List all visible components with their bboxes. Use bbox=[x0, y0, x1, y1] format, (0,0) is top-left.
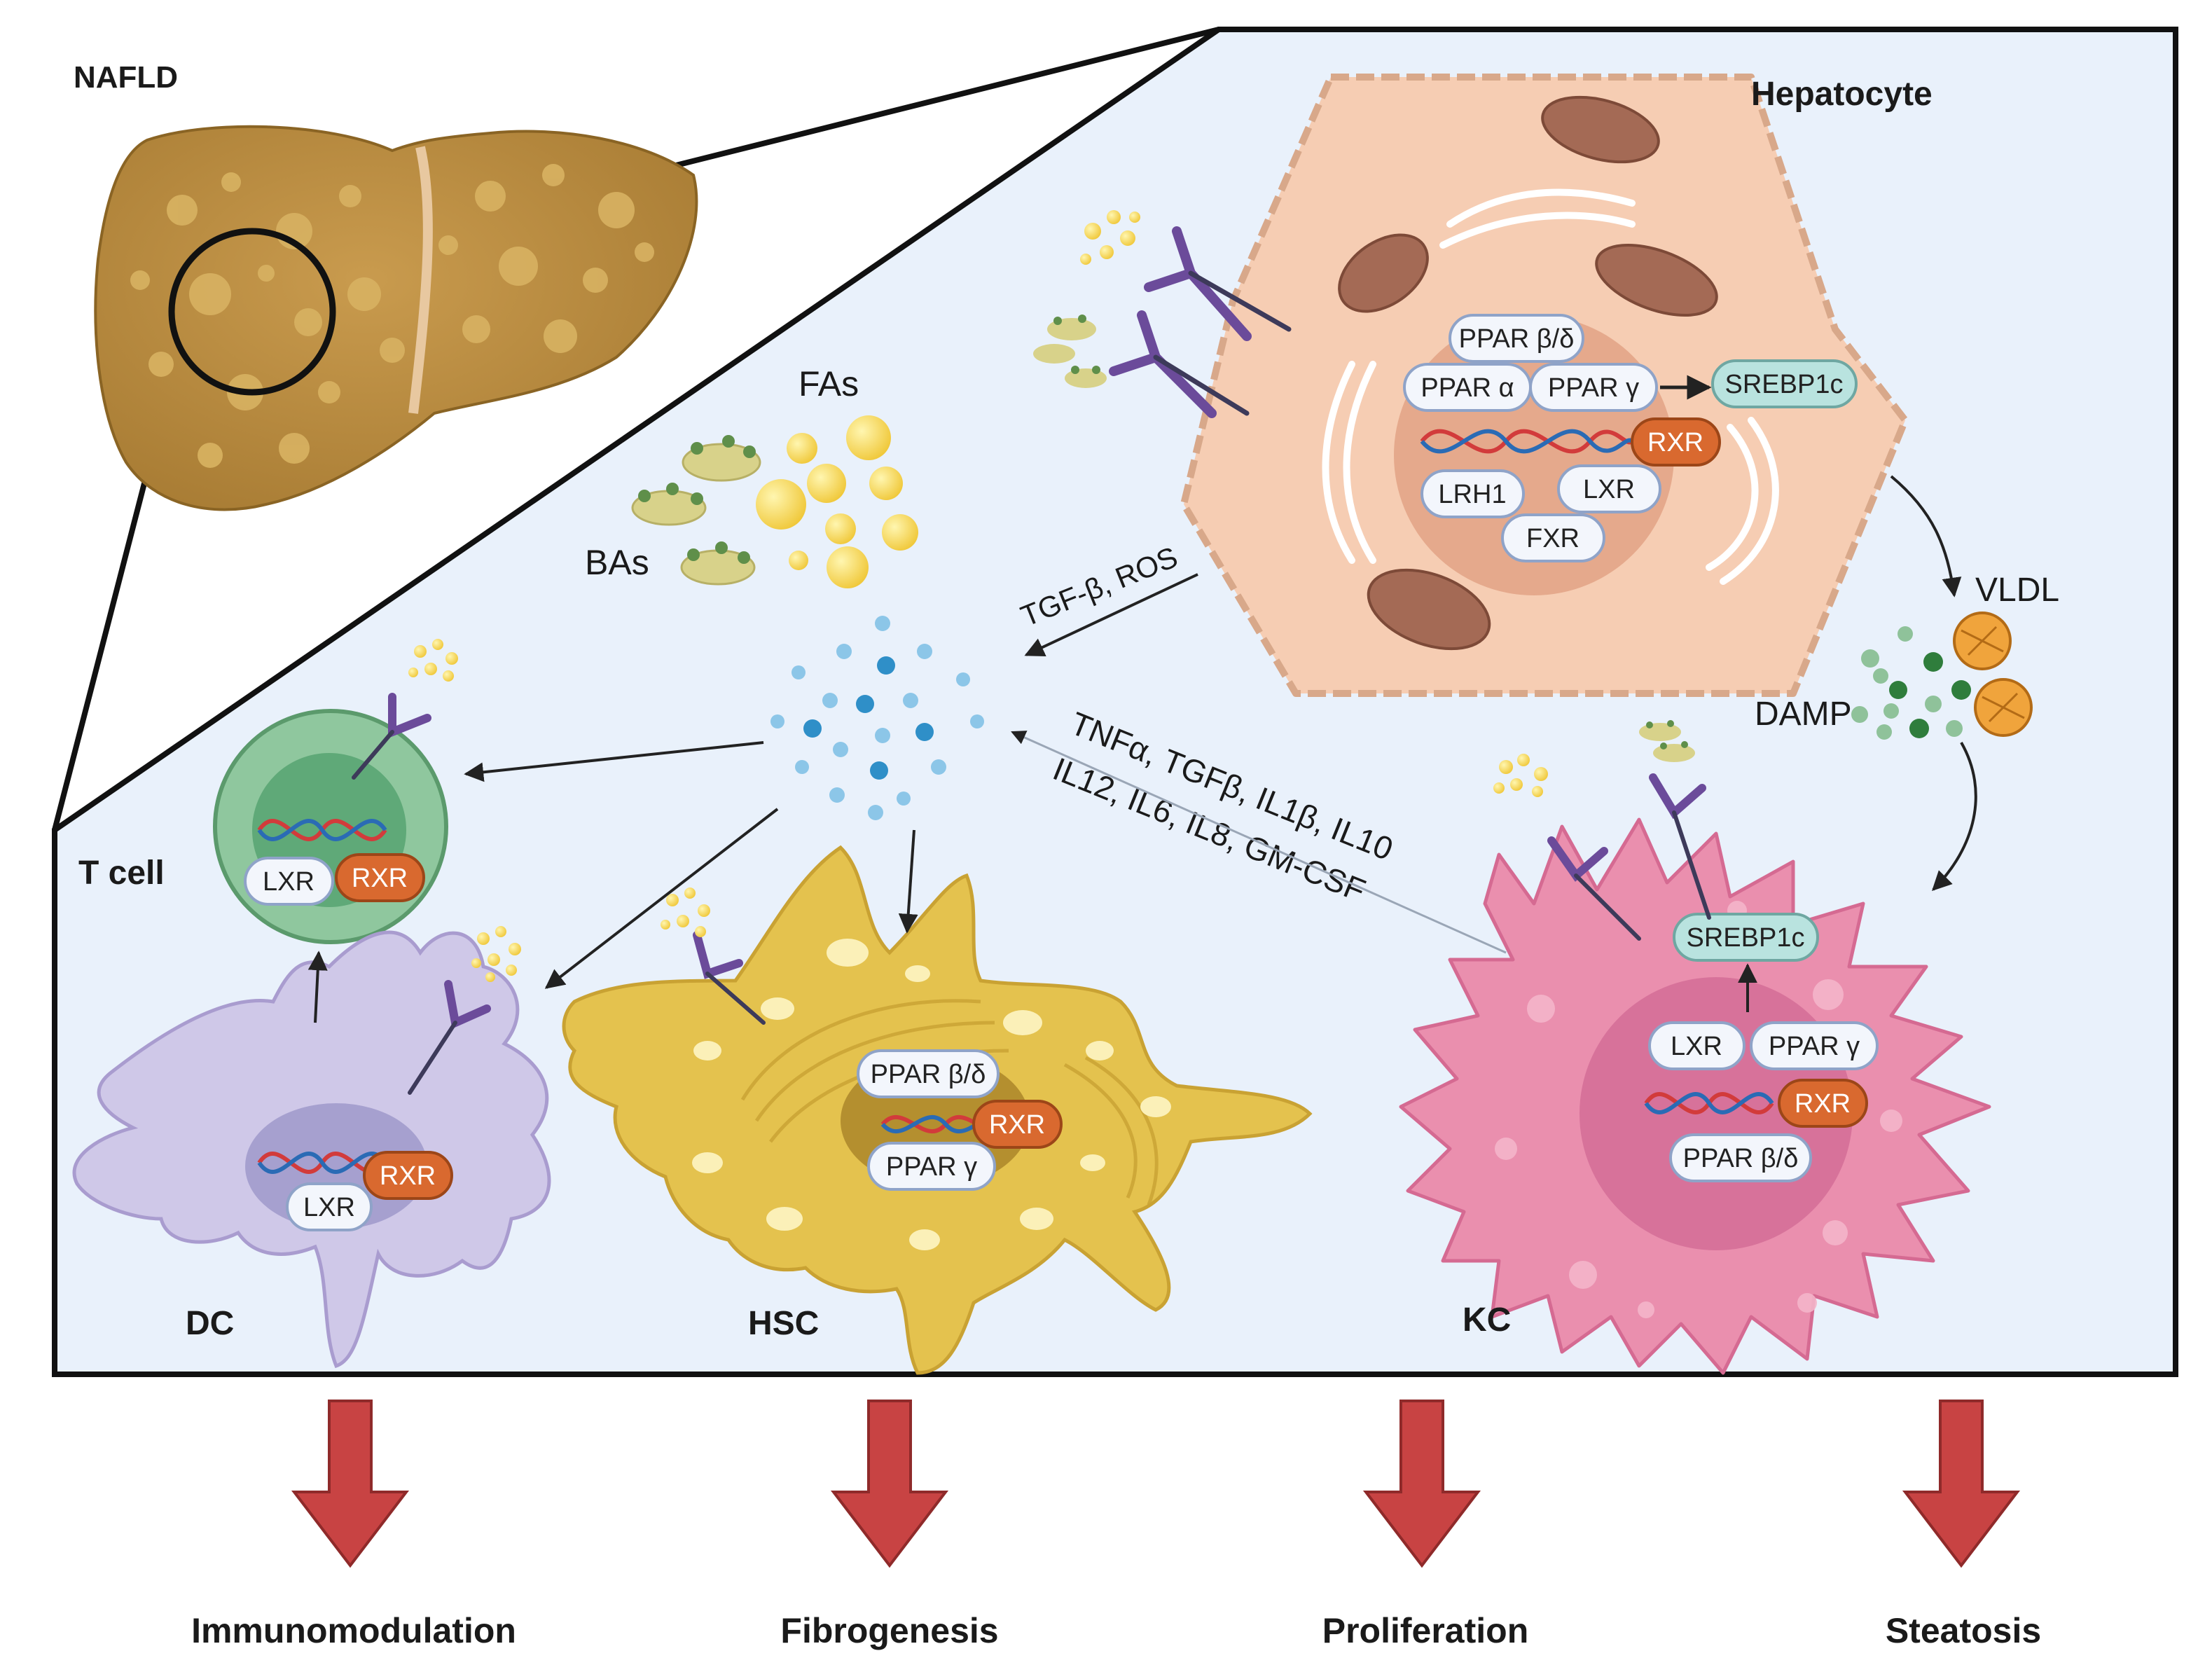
hepatocyte-title: Hepatocyte bbox=[1751, 76, 1933, 113]
cytokine-cluster bbox=[770, 616, 984, 820]
svg-text:RXR: RXR bbox=[989, 1110, 1045, 1140]
pill-srebp1c-kc: SREBP1c bbox=[1673, 913, 1819, 962]
kupffer-cell bbox=[1399, 817, 1991, 1375]
fa-droplets-tcell bbox=[408, 639, 458, 682]
bas-label: BAs bbox=[585, 543, 649, 582]
arrow-cytokines-to-dc bbox=[544, 808, 779, 989]
outcome-arrow-2 bbox=[830, 1400, 949, 1568]
svg-text:RXR: RXR bbox=[352, 864, 408, 893]
svg-text:PPAR γ: PPAR γ bbox=[886, 1152, 977, 1182]
outcome-fibrogenesis: Fibrogenesis bbox=[780, 1611, 998, 1650]
svg-text:LXR: LXR bbox=[1671, 1032, 1722, 1061]
pill-lxr-dc: LXR bbox=[286, 1182, 373, 1231]
hsc-title: HSC bbox=[748, 1305, 819, 1342]
fa-droplets bbox=[756, 415, 918, 588]
fa-droplets-hsc bbox=[661, 887, 710, 937]
membrane-receptor-tcell bbox=[352, 693, 431, 780]
liver-title: NAFLD bbox=[74, 60, 178, 95]
pill-fxr-hep: FXR bbox=[1501, 513, 1605, 562]
fa-droplets-dc bbox=[471, 926, 521, 982]
outcome-arrow-4 bbox=[1902, 1400, 2021, 1568]
arrow-cytokines-to-tcell bbox=[464, 741, 764, 782]
pill-lxr-hep: LXR bbox=[1557, 464, 1661, 513]
zoom-circle bbox=[168, 228, 336, 396]
pill-ppar-g-hep: PPAR γ bbox=[1529, 363, 1658, 412]
vldl-particles bbox=[1953, 612, 2033, 737]
kc-title: KC bbox=[1463, 1301, 1511, 1339]
svg-text:PPAR β/δ: PPAR β/δ bbox=[871, 1060, 986, 1089]
tcell bbox=[213, 709, 448, 944]
pill-lxr-kc: LXR bbox=[1648, 1021, 1746, 1070]
membrane-receptor-dc bbox=[408, 980, 491, 1095]
tcell-title: T cell bbox=[78, 855, 165, 892]
membrane-receptors-kc bbox=[1547, 773, 1711, 941]
svg-text:PPAR γ: PPAR γ bbox=[1548, 373, 1639, 403]
pill-ppar-g-hsc: PPAR γ bbox=[867, 1142, 996, 1191]
pill-ppar-bd-kc: PPAR β/δ bbox=[1669, 1133, 1812, 1182]
svg-text:PPAR γ: PPAR γ bbox=[1769, 1032, 1860, 1061]
pill-rxr-kc: RXR bbox=[1778, 1079, 1868, 1128]
pill-lxr-tcell: LXR bbox=[244, 857, 334, 906]
vldl-label: VLDL bbox=[1975, 572, 2059, 609]
outcome-steatosis: Steatosis bbox=[1886, 1611, 2041, 1650]
svg-text:LRH1: LRH1 bbox=[1438, 480, 1506, 509]
svg-text:PPAR β/δ: PPAR β/δ bbox=[1683, 1144, 1799, 1173]
outcome-arrow-3 bbox=[1362, 1400, 1481, 1568]
ba-clusters bbox=[631, 435, 761, 586]
fas-label: FAs bbox=[799, 364, 859, 403]
svg-text:LXR: LXR bbox=[263, 867, 314, 897]
ba-clusters-kc bbox=[1639, 720, 1695, 762]
arrow-vldl-to-kc bbox=[1932, 742, 1977, 891]
arrow-dc-to-tcell bbox=[307, 951, 328, 1023]
outcome-immunomodulation: Immunomodulation bbox=[191, 1611, 516, 1650]
dc-title: DC bbox=[186, 1305, 234, 1342]
pill-rxr-hsc: RXR bbox=[972, 1100, 1063, 1149]
pill-rxr-tcell: RXR bbox=[335, 853, 425, 902]
dna-hep bbox=[1420, 429, 1634, 454]
outcome-proliferation: Proliferation bbox=[1322, 1611, 1528, 1650]
pill-ppar-a-hep: PPAR α bbox=[1403, 363, 1532, 412]
svg-text:LXR: LXR bbox=[1583, 475, 1635, 504]
pill-rxr-hep: RXR bbox=[1631, 417, 1721, 467]
pill-ppar-g-kc: PPAR γ bbox=[1750, 1021, 1879, 1070]
fa-droplets-kc bbox=[1493, 754, 1548, 797]
pill-ppar-bd-hsc: PPAR β/δ bbox=[857, 1049, 1000, 1098]
fa-droplets-hep bbox=[1080, 210, 1140, 265]
arrow-hep-to-cytokines bbox=[1024, 573, 1198, 656]
svg-text:RXR: RXR bbox=[380, 1161, 436, 1191]
svg-text:PPAR α: PPAR α bbox=[1420, 373, 1514, 403]
svg-text:PPAR β/δ: PPAR β/δ bbox=[1459, 324, 1575, 354]
svg-text:RXR: RXR bbox=[1647, 428, 1703, 457]
membrane-receptors-hep bbox=[1109, 226, 1292, 418]
svg-text:SREBP1c: SREBP1c bbox=[1687, 923, 1805, 953]
pill-lrh1-hep: LRH1 bbox=[1420, 469, 1525, 518]
damp-particles bbox=[1851, 626, 1971, 740]
membrane-receptor-hsc bbox=[693, 931, 766, 1025]
pill-srebp1c-hep: SREBP1c bbox=[1711, 359, 1858, 408]
arrow-hep-to-vldl bbox=[1890, 475, 1962, 597]
liver-illustration bbox=[94, 125, 698, 511]
pill-rxr-dc: RXR bbox=[363, 1151, 453, 1200]
pill-ppar-bd-hep: PPAR β/δ bbox=[1449, 314, 1584, 363]
svg-text:LXR: LXR bbox=[303, 1193, 355, 1222]
svg-text:FXR: FXR bbox=[1526, 524, 1579, 553]
svg-text:SREBP1c: SREBP1c bbox=[1725, 370, 1844, 399]
damp-label: DAMP bbox=[1755, 696, 1852, 733]
ba-clusters-hep bbox=[1033, 315, 1107, 388]
arrow-kc-to-cytokines bbox=[1011, 731, 1507, 954]
arrow-cytokines-to-hsc bbox=[898, 829, 918, 934]
svg-text:RXR: RXR bbox=[1795, 1089, 1851, 1119]
outcome-arrow-1 bbox=[291, 1400, 410, 1568]
